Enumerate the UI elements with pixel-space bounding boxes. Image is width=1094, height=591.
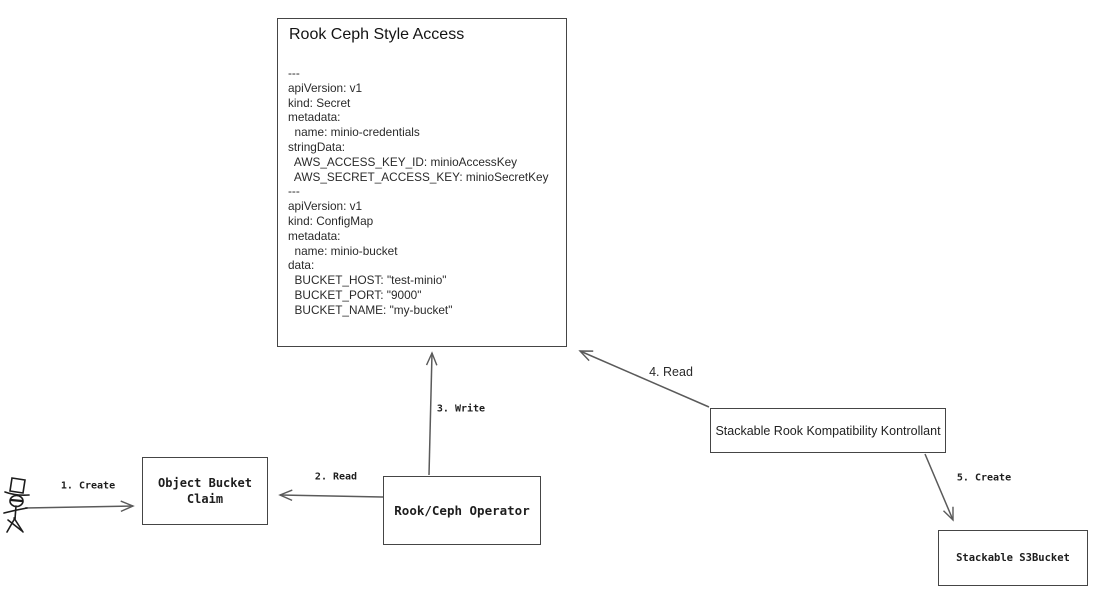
edge-3-write-line <box>425 351 438 476</box>
edge-5-create-line <box>924 453 954 522</box>
edge-5-create-label: 5. Create <box>956 472 1012 484</box>
user-actor-icon <box>3 477 30 533</box>
edge-2-read-label: 2. Read <box>314 471 358 483</box>
edge-1-create-line <box>24 500 135 513</box>
yaml-manifest-text: --- apiVersion: v1 kind: Secret metadata… <box>288 66 549 317</box>
node-stackable-s3bucket: Stackable S3Bucket <box>938 530 1088 586</box>
node-rook-ceph-style-access: Rook Ceph Style Access --- apiVersion: v… <box>277 18 567 347</box>
node-title: Rook Ceph Style Access <box>289 26 465 43</box>
node-object-bucket-claim: Object Bucket Claim <box>142 457 268 525</box>
edge-3-write-label: 3. Write <box>436 403 486 415</box>
node-rook-ceph-operator: Rook/Ceph Operator <box>383 476 541 545</box>
node-stackable-rook-kompatibility-kontrollant: Stackable Rook Kompatibility Kontrollant <box>710 408 946 453</box>
edge-1-create-label: 1. Create <box>60 480 116 492</box>
edge-4-read-line <box>578 350 710 408</box>
edge-2-read-line <box>278 489 384 502</box>
edge-4-read-label: 4. Read <box>649 365 693 379</box>
